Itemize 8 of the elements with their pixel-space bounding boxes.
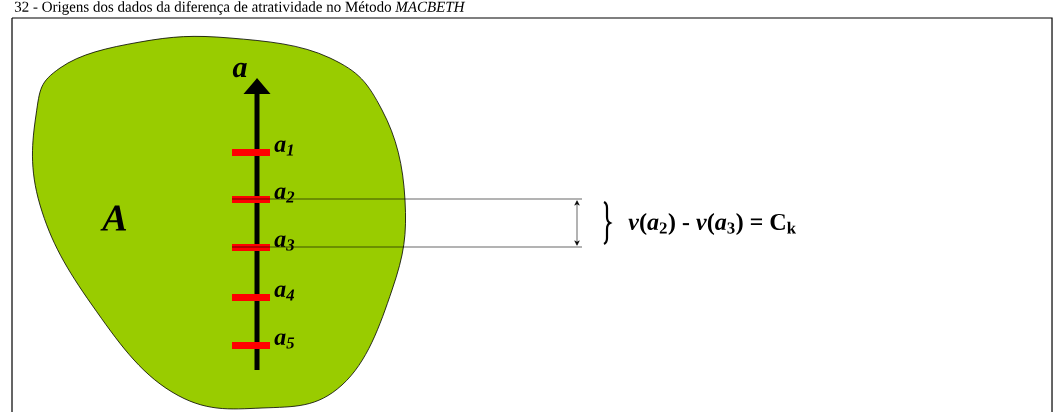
figure-title: 32 - Origens dos dados da diferença de atratividade no Método MACBETH (14, 1, 466, 15)
tick-label: a$_{3}$ (274, 235, 295, 251)
tick-label: a$_{5}$ (274, 333, 295, 349)
tick-label: a$_{4}$ (274, 285, 295, 301)
tick-label: a$_{1}$ (274, 140, 293, 156)
tick-label: a$_{2}$ (274, 187, 295, 203)
axis-label: a (232, 62, 247, 78)
formula: v(a$_{2}$) - v(a$_{3}$) = C$_{k}$ (628, 213, 796, 235)
